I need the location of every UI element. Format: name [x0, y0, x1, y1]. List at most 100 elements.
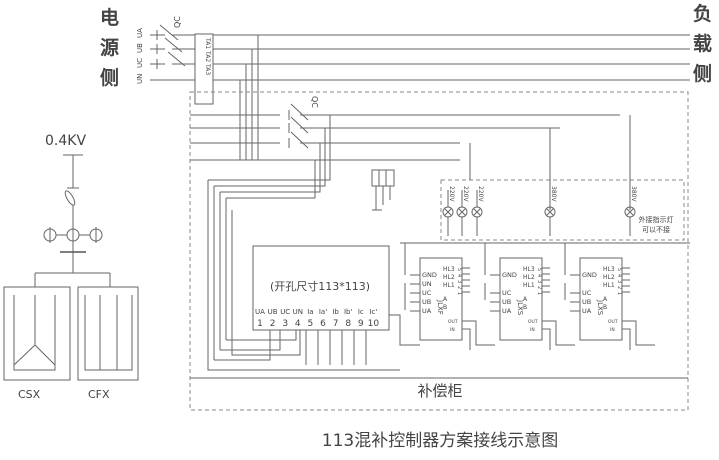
- module-out: OUT: [608, 319, 618, 325]
- svg-text:负: 负: [693, 2, 712, 25]
- phase-labels: UA UB UC UN QC: [136, 16, 182, 84]
- inner-bus: QC: [190, 96, 620, 161]
- module-body: [499, 257, 543, 341]
- module-right-label: A: [443, 296, 448, 303]
- cabinet-box: [189, 91, 689, 411]
- module-right-label: A: [603, 296, 608, 303]
- csx-cabinet: [3, 286, 71, 381]
- module-pin: 1: [536, 292, 542, 295]
- svg-text:电: 电: [100, 6, 119, 29]
- module-name: JLXS: [596, 299, 604, 316]
- module-right-label: HL2: [523, 274, 535, 281]
- lamp-voltage: 220V: [462, 186, 469, 202]
- module-wire: [622, 320, 655, 350]
- module-right-label: HL2: [603, 274, 615, 281]
- load-side-label: 负 载 侧: [693, 2, 712, 85]
- svg-text:侧: 侧: [693, 63, 712, 85]
- lamp-wire: [473, 190, 481, 236]
- module-pin: 4: [456, 274, 462, 277]
- module-left-label: UA: [582, 307, 592, 315]
- module-in: IN: [530, 327, 535, 333]
- module-pin: 3: [456, 280, 462, 283]
- module-pin: 3: [616, 280, 622, 283]
- terminal-number: 10: [368, 319, 380, 329]
- module-out: OUT: [528, 319, 538, 325]
- module-left-label: UA: [502, 307, 512, 315]
- svg-text:UC: UC: [136, 58, 144, 68]
- module-name: JLXS: [516, 299, 524, 316]
- terminal-number: 3: [282, 319, 288, 329]
- module-left-label: UA: [422, 307, 432, 315]
- lamp-voltage: 220V: [477, 186, 484, 202]
- terminal-name: Ia: [307, 308, 313, 316]
- module-pin: 1: [456, 292, 462, 295]
- cfx-cabinet: [77, 286, 139, 381]
- module-left-label: GND: [502, 271, 517, 279]
- module-left-label: UB: [582, 298, 591, 306]
- lamp-voltage: 380V: [550, 186, 557, 202]
- cutout-size: (开孔尺寸113*113): [270, 279, 370, 293]
- terminal-name: Ib: [332, 308, 339, 316]
- module-left-label: UC: [502, 289, 512, 297]
- module-right-label: HL2: [443, 274, 455, 281]
- module-pin: 3: [536, 280, 542, 283]
- module-in: IN: [610, 327, 615, 333]
- terminal-name: UC: [280, 308, 290, 316]
- terminal-name: Ib': [344, 308, 353, 316]
- module-right-label: B: [603, 304, 607, 311]
- module-pin: 2: [456, 286, 462, 289]
- svg-text:侧: 侧: [100, 67, 119, 89]
- svg-text:QC: QC: [173, 16, 182, 28]
- module-pin: 2: [536, 286, 542, 289]
- terminal-number: 7: [333, 319, 339, 329]
- module-pin: 5: [536, 268, 542, 271]
- module-in: IN: [450, 327, 455, 333]
- module-left-label: UB: [502, 298, 511, 306]
- svg-text:外接指示灯: 外接指示灯: [639, 215, 674, 224]
- lamp-wire: [444, 190, 452, 236]
- module-right-label: HL3: [523, 266, 535, 273]
- module-out: OUT: [448, 319, 458, 325]
- module-left-label: GND: [582, 271, 597, 279]
- module-name: JLXF: [436, 299, 444, 315]
- module-body: [579, 257, 623, 341]
- module-wire: [542, 320, 575, 350]
- module-pin: 1: [616, 292, 622, 295]
- terminal-name: UN: [293, 308, 303, 316]
- terminal-name: Ia': [319, 308, 327, 316]
- lamp-wire: [626, 185, 634, 236]
- module-right-label: HL1: [443, 282, 455, 289]
- module-right-label: B: [443, 304, 447, 311]
- module-right-label: A: [523, 296, 528, 303]
- module-right-label: HL1: [523, 282, 535, 289]
- svg-text:CFX: CFX: [88, 388, 110, 401]
- terminal-number: 5: [308, 319, 314, 329]
- module-left-label: UB: [422, 298, 431, 306]
- terminal-number: 6: [320, 319, 326, 329]
- module-pin: 5: [456, 268, 462, 271]
- svg-text:载: 载: [693, 32, 712, 55]
- svg-text:源: 源: [100, 36, 119, 59]
- terminal-number: 1: [257, 319, 263, 329]
- cabinet-label: 补偿柜: [417, 382, 462, 400]
- current-transformer: [194, 33, 214, 105]
- terminal-name: Ic': [369, 308, 377, 316]
- module-right-label: HL3: [603, 266, 615, 273]
- terminal-number: 9: [358, 319, 364, 329]
- svg-text:CSX: CSX: [18, 388, 41, 401]
- module-pin: 4: [536, 274, 542, 277]
- terminal-number: 4: [295, 319, 301, 329]
- module-body: [419, 257, 463, 341]
- module-left-label: UC: [422, 289, 432, 297]
- source-side-label: 电 源 侧: [100, 6, 119, 89]
- fuse-block: [371, 169, 395, 187]
- svg-text:TA1 TA2 TA3: TA1 TA2 TA3: [204, 37, 211, 75]
- svg-text:QC: QC: [310, 96, 319, 108]
- terminal-name: Ic: [358, 308, 364, 316]
- main-bus: TA1 TA2 TA3: [150, 24, 690, 105]
- module-pin: 4: [616, 274, 622, 277]
- lamp-voltage: 380V: [630, 186, 637, 202]
- single-line-diagram: 0.4KV CSX CFX: [3, 133, 139, 401]
- diagram-title: 113混补控制器方案接线示意图: [322, 431, 558, 451]
